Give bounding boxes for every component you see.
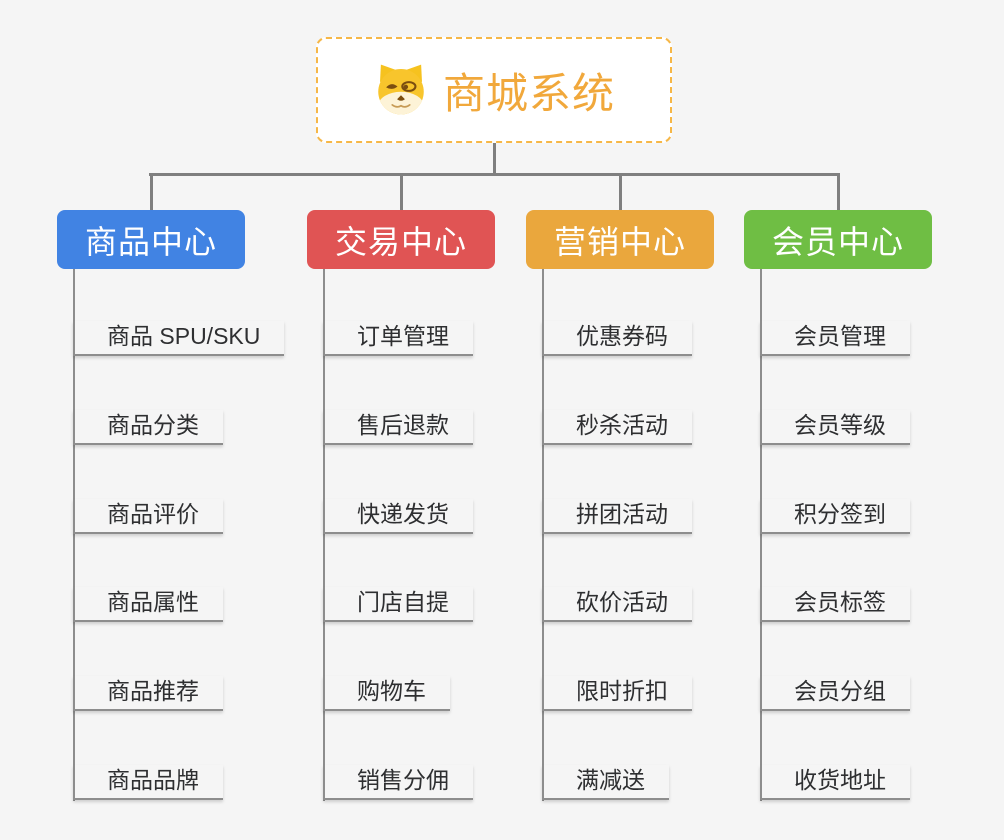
node-item[interactable]: 商品品牌 <box>73 765 223 800</box>
connector-root-trunk <box>493 143 496 176</box>
node-item[interactable]: 会员标签 <box>760 587 910 622</box>
connector-horizontal-bar <box>149 173 839 176</box>
connector-branch-trunk <box>73 269 75 801</box>
node-item[interactable]: 商品评价 <box>73 499 223 534</box>
node-item[interactable]: 收货地址 <box>760 765 910 800</box>
connector-branch-trunk <box>323 269 325 801</box>
branch-marketing-center: 营销中心 优惠券码 秒杀活动 拼团活动 砍价活动 限时折扣 满减送 <box>526 210 714 820</box>
node-item[interactable]: 限时折扣 <box>542 676 692 711</box>
connector-branch-trunk <box>760 269 762 801</box>
connector-drop-trade <box>399 173 403 210</box>
connector-branch-trunk <box>542 269 544 801</box>
connector-drop-marketing <box>618 173 622 210</box>
node-item[interactable]: 会员管理 <box>760 321 910 356</box>
node-item[interactable]: 商品分类 <box>73 410 223 445</box>
connector-drop-product <box>149 173 153 210</box>
connector-drop-member <box>836 173 840 210</box>
branch-head-trade-center[interactable]: 交易中心 <box>307 210 495 269</box>
node-item[interactable]: 秒杀活动 <box>542 410 692 445</box>
branch-trade-center: 交易中心 订单管理 售后退款 快递发货 门店自提 购物车 销售分佣 <box>307 210 495 820</box>
branch-head-marketing-center[interactable]: 营销中心 <box>526 210 714 269</box>
node-item[interactable]: 商品 SPU/SKU <box>73 321 285 356</box>
branch-product-center: 商品中心 商品 SPU/SKU 商品分类 商品评价 商品属性 商品推荐 商品品牌 <box>57 210 285 820</box>
node-item[interactable]: 积分签到 <box>760 499 910 534</box>
node-item[interactable]: 拼团活动 <box>542 499 692 534</box>
node-item[interactable]: 快递发货 <box>323 499 473 534</box>
root-node[interactable]: 商城系统 <box>316 37 672 143</box>
node-item[interactable]: 商品推荐 <box>73 676 223 711</box>
root-title: 商城系统 <box>442 69 615 117</box>
branch-head-product-center[interactable]: 商品中心 <box>57 210 245 269</box>
branch-member-center: 会员中心 会员管理 会员等级 积分签到 会员标签 会员分组 收货地址 <box>744 210 932 820</box>
node-item[interactable]: 订单管理 <box>323 321 473 356</box>
node-item[interactable]: 门店自提 <box>323 587 473 622</box>
node-item[interactable]: 满减送 <box>542 765 669 800</box>
doge-icon <box>378 64 424 115</box>
node-item[interactable]: 商品属性 <box>73 587 223 622</box>
node-item[interactable]: 销售分佣 <box>323 765 473 800</box>
node-item[interactable]: 优惠券码 <box>542 321 692 356</box>
node-item[interactable]: 会员分组 <box>760 676 910 711</box>
node-item[interactable]: 会员等级 <box>760 410 910 445</box>
node-item[interactable]: 售后退款 <box>323 410 473 445</box>
node-item[interactable]: 购物车 <box>323 676 450 711</box>
node-item[interactable]: 砍价活动 <box>542 587 692 622</box>
branch-head-member-center[interactable]: 会员中心 <box>744 210 932 269</box>
